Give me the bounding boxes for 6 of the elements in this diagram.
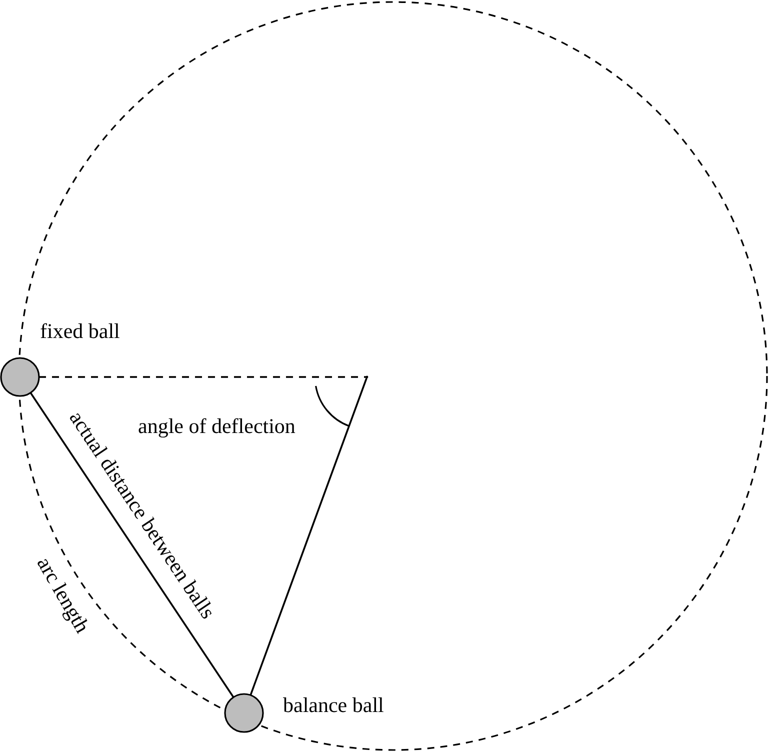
- annotation-label: angle of deflection: [138, 415, 296, 438]
- radius-line: [39, 376, 366, 378]
- ball-label: balance ball: [283, 694, 384, 718]
- radius-line: [250, 378, 368, 696]
- connector-line: [30, 392, 234, 698]
- ball-label: fixed ball: [40, 320, 120, 344]
